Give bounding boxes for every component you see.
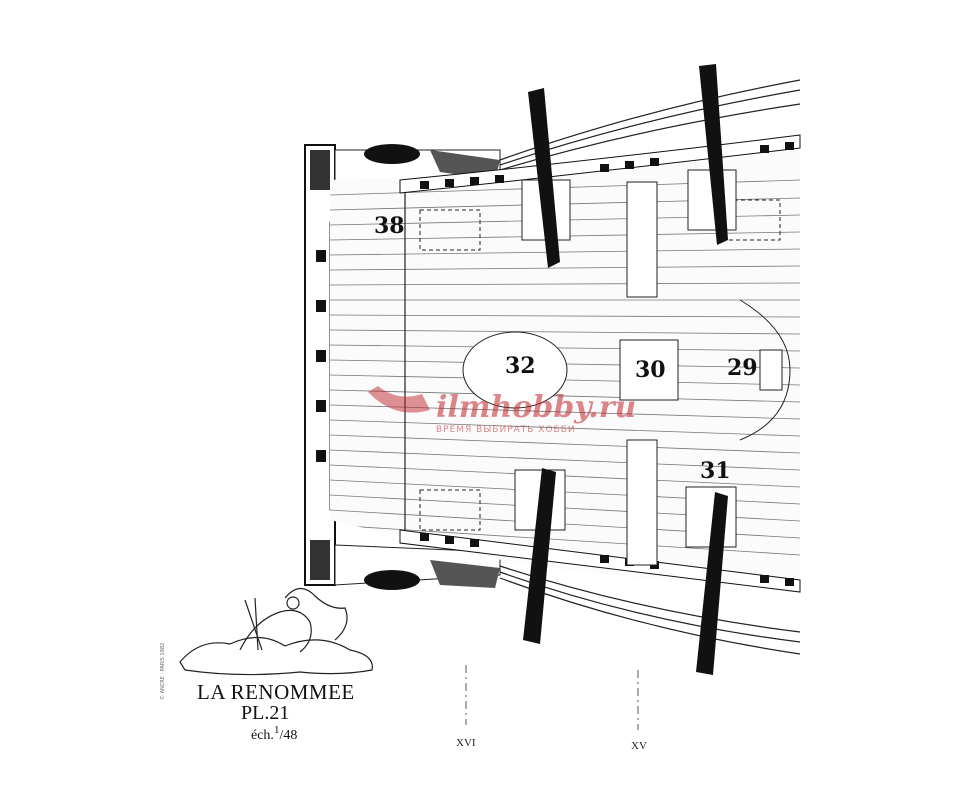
cannon-top-right (687, 64, 737, 245)
station-marks (465, 665, 639, 730)
label-32: 32 (505, 353, 536, 379)
watermark: ilmhobby.ru ВРЕМЯ ВЫБИРАТЬ ХОББИ (368, 386, 636, 435)
part-labels: 38 32 30 29 31 (374, 213, 758, 484)
stern-ornament-top (334, 144, 501, 590)
station-xv: XV (631, 740, 647, 752)
scale-denominator: 48 (283, 728, 298, 743)
deck-fittings (419, 181, 791, 566)
station-xvi: XVI (456, 737, 476, 749)
cannon-bottom-left (514, 468, 566, 644)
watermark-logo-icon (368, 386, 430, 413)
label-29: 29 (727, 355, 758, 381)
watermark-text: ilmhobby.ru (436, 390, 636, 425)
label-38: 38 (374, 213, 405, 239)
watermark-subtitle: ВРЕМЯ ВЫБИРАТЬ ХОББИ (436, 425, 576, 435)
label-30: 30 (635, 357, 666, 383)
fame-figure-illustration (179, 587, 373, 676)
cannon-bottom-right (685, 486, 737, 675)
bulwark-band-top (399, 134, 801, 194)
scale-numerator: 1 (273, 724, 280, 736)
ship-name: LA RENOMMEE (197, 680, 355, 704)
copyright-note: © ANCRE · PARIS 1982 (160, 642, 166, 700)
plate-number: PL.21 (241, 702, 290, 724)
scale-prefix: éch. (251, 728, 274, 743)
label-31: 31 (700, 458, 731, 484)
scale-note: éch.1/48 (251, 724, 298, 743)
cannon-top-left (521, 88, 571, 268)
